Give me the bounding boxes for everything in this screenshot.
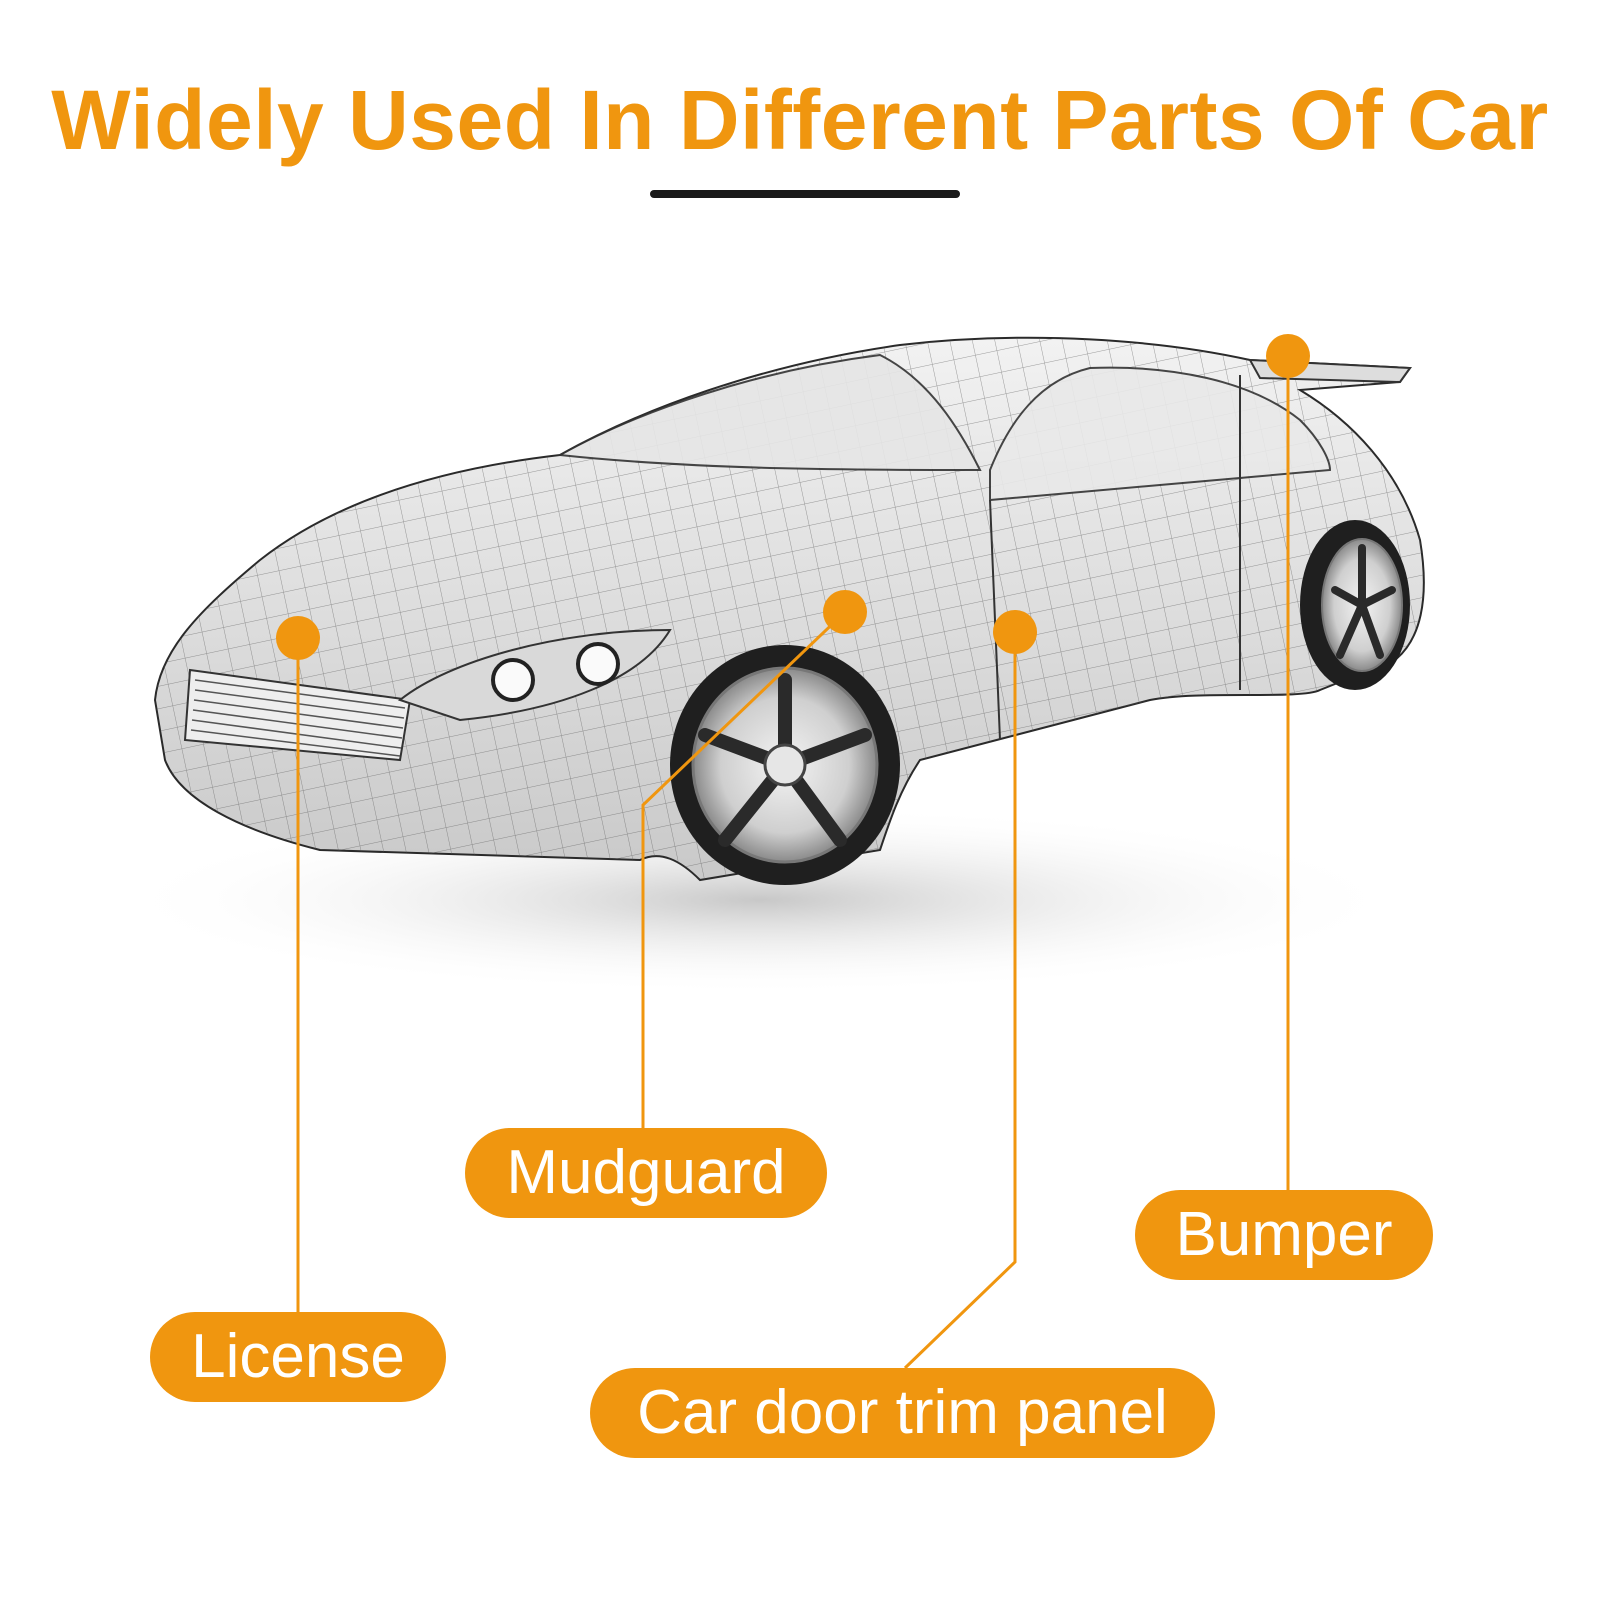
windshield <box>556 353 982 472</box>
callout-dots <box>276 334 1310 660</box>
door-trim-connector <box>903 632 1017 1370</box>
page-title: Widely Used In Different Parts Of Car <box>51 73 1549 167</box>
door-trim-label: Car door trim panel <box>590 1368 1215 1458</box>
mudguard-dot <box>823 590 867 634</box>
bumper-dot <box>1266 334 1310 378</box>
front-wheel <box>670 645 900 885</box>
title-divider <box>650 190 960 198</box>
side-window <box>989 366 1332 502</box>
callout-lines <box>296 356 1290 1370</box>
door-trim-dot <box>993 610 1037 654</box>
bumper-label: Bumper <box>1135 1190 1433 1280</box>
mudguard-connector <box>641 610 847 1128</box>
license-label: License <box>150 1312 446 1402</box>
license-dot <box>276 616 320 660</box>
headlights <box>397 628 672 722</box>
rear-wheel <box>1300 520 1410 690</box>
mudguard-label: Mudguard <box>465 1128 827 1218</box>
